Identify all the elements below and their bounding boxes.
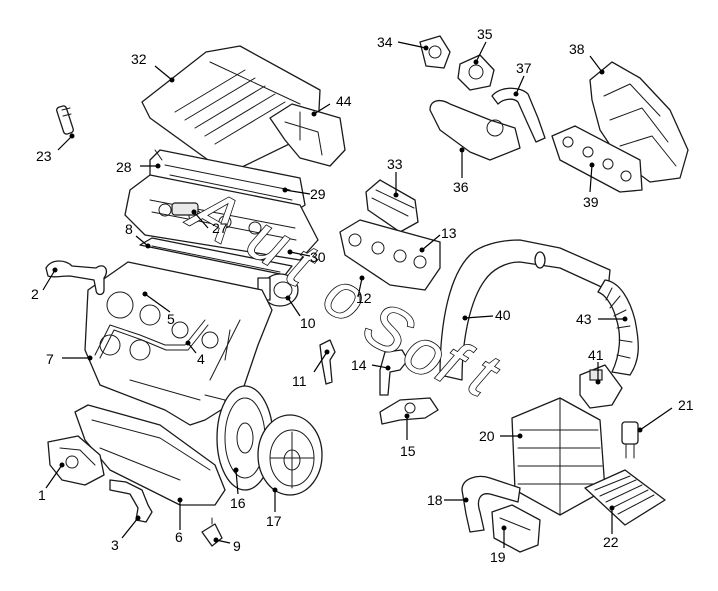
- callout-19: 19: [490, 549, 506, 565]
- coolant-pipe-36: [429, 99, 521, 161]
- callout-1: 1: [38, 487, 46, 503]
- callout-35: 35: [477, 26, 493, 42]
- hose-2: [45, 260, 108, 296]
- callout-9: 9: [233, 538, 241, 554]
- callout-labels: 1 2 3 4 5 6 7 8 9 10 11 12 13 14 15 16 1…: [31, 26, 694, 565]
- callout-17: 17: [266, 513, 282, 529]
- callout-30: 30: [310, 249, 326, 265]
- sensor-11: [319, 339, 336, 385]
- water-pipe-37: [491, 87, 546, 143]
- shield-33: [365, 179, 419, 233]
- callout-44: 44: [336, 93, 352, 109]
- callout-18: 18: [427, 492, 443, 508]
- callout-41: 41: [588, 347, 604, 363]
- callout-15: 15: [400, 443, 416, 459]
- callout-33: 33: [387, 156, 403, 172]
- callout-12: 12: [356, 290, 372, 306]
- callout-20: 20: [479, 428, 495, 444]
- callout-21: 21: [678, 397, 694, 413]
- sensor-34: [419, 35, 451, 69]
- leader-lines: [42, 41, 673, 548]
- thermostat-15: [379, 397, 439, 425]
- hose-18: [461, 475, 521, 533]
- head-gasket-8: [139, 237, 293, 276]
- callout-23: 23: [36, 148, 52, 164]
- air-filter-box-20: [511, 397, 606, 516]
- callout-38: 38: [569, 41, 585, 57]
- callout-13: 13: [441, 225, 457, 241]
- callout-2: 2: [31, 286, 39, 302]
- callout-3: 3: [111, 537, 119, 553]
- callout-40: 40: [495, 307, 511, 323]
- callout-4: 4: [197, 351, 205, 367]
- callout-8: 8: [125, 221, 133, 237]
- callout-7: 7: [46, 351, 54, 367]
- sensor-21: [621, 421, 639, 459]
- bracket-14: [379, 349, 409, 396]
- callout-32: 32: [131, 51, 147, 67]
- manifold-gasket-39: [551, 125, 643, 193]
- callout-14: 14: [351, 357, 367, 373]
- bracket-44: [269, 103, 346, 167]
- hose-43: [597, 279, 639, 376]
- callout-29: 29: [310, 186, 326, 202]
- callout-5: 5: [167, 311, 175, 327]
- pump-1: [47, 435, 105, 486]
- intake-pipe-40: [439, 239, 611, 381]
- callout-36: 36: [453, 179, 469, 195]
- maf-sensor-41: [579, 364, 623, 409]
- resonator-19: [491, 504, 541, 553]
- callout-10: 10: [300, 315, 316, 331]
- callout-27: 27: [212, 220, 228, 236]
- callout-16: 16: [230, 495, 246, 511]
- callout-37: 37: [516, 60, 532, 76]
- callout-43: 43: [576, 311, 592, 327]
- callout-34: 34: [377, 34, 393, 50]
- sensor-9: [201, 517, 223, 547]
- callout-6: 6: [175, 529, 183, 545]
- filter-element-22: [584, 469, 666, 526]
- callout-39: 39: [583, 194, 599, 210]
- oil-pipe-3: [109, 479, 153, 523]
- callout-11: 11: [292, 373, 307, 389]
- clutch-17: [257, 414, 323, 496]
- sensor-23: [56, 105, 74, 135]
- callout-28: 28: [116, 159, 132, 175]
- callout-22: 22: [603, 534, 619, 550]
- intake-manifold-38: [589, 61, 689, 183]
- cylinder-head-27: [124, 174, 319, 261]
- exhaust-manifold-13: [339, 219, 441, 291]
